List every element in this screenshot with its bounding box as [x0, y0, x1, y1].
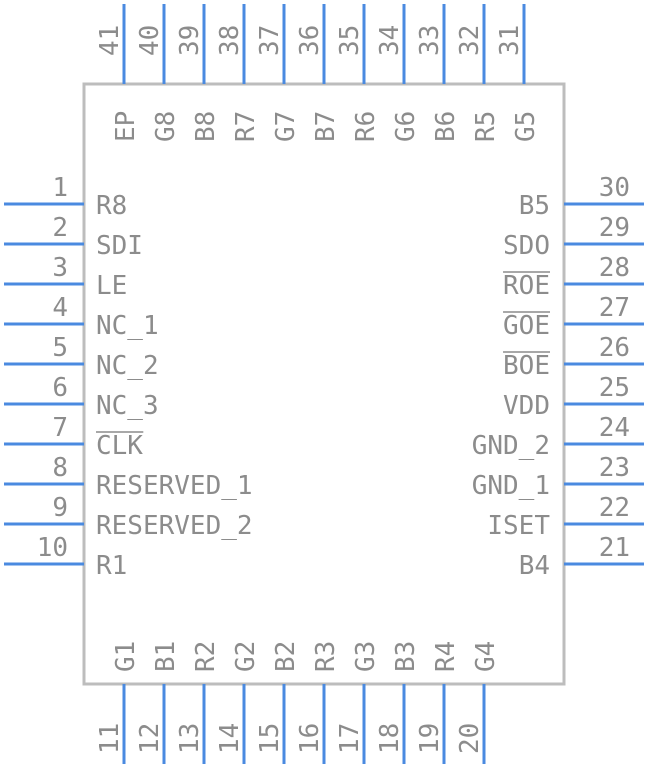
pins [4, 4, 644, 764]
pin-label-11: G1 [111, 641, 141, 672]
pin-label-22: ISET [487, 511, 550, 541]
pin-label-41: EP [111, 111, 141, 142]
pin-label-13: R2 [191, 641, 221, 672]
pin-label-16: R3 [311, 641, 341, 672]
pin-number-12: 12 [135, 723, 165, 754]
pin-label-4: NC_1 [96, 311, 159, 341]
pin-label-37: G7 [271, 111, 301, 142]
pin-number-34: 34 [375, 25, 405, 56]
package-body [82, 82, 566, 686]
pin-number-33: 33 [415, 25, 445, 56]
pin-label-6: NC_3 [96, 391, 159, 421]
pin-label-30: B5 [519, 191, 550, 221]
pin-label-27: GOE [503, 311, 550, 341]
pin-number-17: 17 [335, 723, 365, 754]
pin-number-32: 32 [455, 25, 485, 56]
pin-label-17: G3 [351, 641, 381, 672]
pin-number-16: 16 [295, 723, 325, 754]
pin-label-12: B1 [151, 641, 181, 672]
pin-label-39: B8 [191, 111, 221, 142]
pin-label-14: G2 [231, 641, 261, 672]
pin-label-29: SDO [503, 231, 550, 261]
pin-number-30: 30 [599, 173, 630, 203]
pin-label-25: VDD [503, 391, 550, 421]
pin-label-34: G6 [391, 111, 421, 142]
pin-label-36: B7 [311, 111, 341, 142]
pin-number-22: 22 [599, 493, 630, 523]
pin-label-2: SDI [96, 231, 143, 261]
pin-label-38: R7 [231, 111, 261, 142]
pin-number-20: 20 [455, 723, 485, 754]
pin-number-11: 11 [95, 723, 125, 754]
pin-label-19: R4 [431, 641, 461, 672]
pin-number-26: 26 [599, 333, 630, 363]
pin-number-7: 7 [52, 413, 68, 443]
pin-label-8: RESERVED_1 [96, 471, 253, 501]
pin-label-7: CLK [96, 431, 143, 461]
pin-label-40: G8 [151, 111, 181, 142]
pin-label-28: ROE [503, 271, 550, 301]
pin-number-14: 14 [215, 723, 245, 754]
pin-number-41: 41 [95, 25, 125, 56]
pin-number-15: 15 [255, 723, 285, 754]
pin-number-29: 29 [599, 213, 630, 243]
pin-number-13: 13 [175, 723, 205, 754]
pin-number-9: 9 [52, 493, 68, 523]
pin-number-40: 40 [135, 25, 165, 56]
pin-label-15: B2 [271, 641, 301, 672]
pin-label-35: R6 [351, 111, 381, 142]
pin-label-5: NC_2 [96, 351, 159, 381]
pin-number-31: 31 [495, 25, 525, 56]
pin-label-10: R1 [96, 551, 127, 581]
pin-label-1: R8 [96, 191, 127, 221]
pin-number-6: 6 [52, 373, 68, 403]
pin-number-3: 3 [52, 253, 68, 283]
pin-number-36: 36 [295, 25, 325, 56]
pin-number-4: 4 [52, 293, 68, 323]
pin-label-21: B4 [519, 551, 550, 581]
pin-number-39: 39 [175, 25, 205, 56]
pin-number-37: 37 [255, 25, 285, 56]
pin-label-23: GND_1 [472, 471, 550, 501]
pin-number-23: 23 [599, 453, 630, 483]
pin-number-2: 2 [52, 213, 68, 243]
pin-number-21: 21 [599, 533, 630, 563]
pin-number-27: 27 [599, 293, 630, 323]
pin-label-9: RESERVED_2 [96, 511, 253, 541]
pin-number-5: 5 [52, 333, 68, 363]
pin-number-28: 28 [599, 253, 630, 283]
pin-number-25: 25 [599, 373, 630, 403]
pin-label-32: R5 [471, 111, 501, 142]
pin-number-35: 35 [335, 25, 365, 56]
pin-number-18: 18 [375, 723, 405, 754]
pin-label-24: GND_2 [472, 431, 550, 461]
pin-number-19: 19 [415, 723, 445, 754]
pin-number-10: 10 [37, 533, 68, 563]
pin-label-3: LE [96, 271, 127, 301]
pin-label-20: G4 [471, 641, 501, 672]
pin-number-38: 38 [215, 25, 245, 56]
pin-label-31: G5 [511, 111, 541, 142]
pin-number-1: 1 [52, 173, 68, 203]
pin-number-8: 8 [52, 453, 68, 483]
pin-label-33: B6 [431, 111, 461, 142]
pin-number-24: 24 [599, 413, 630, 443]
pin-label-18: B3 [391, 641, 421, 672]
pin-label-26: BOE [503, 351, 550, 381]
